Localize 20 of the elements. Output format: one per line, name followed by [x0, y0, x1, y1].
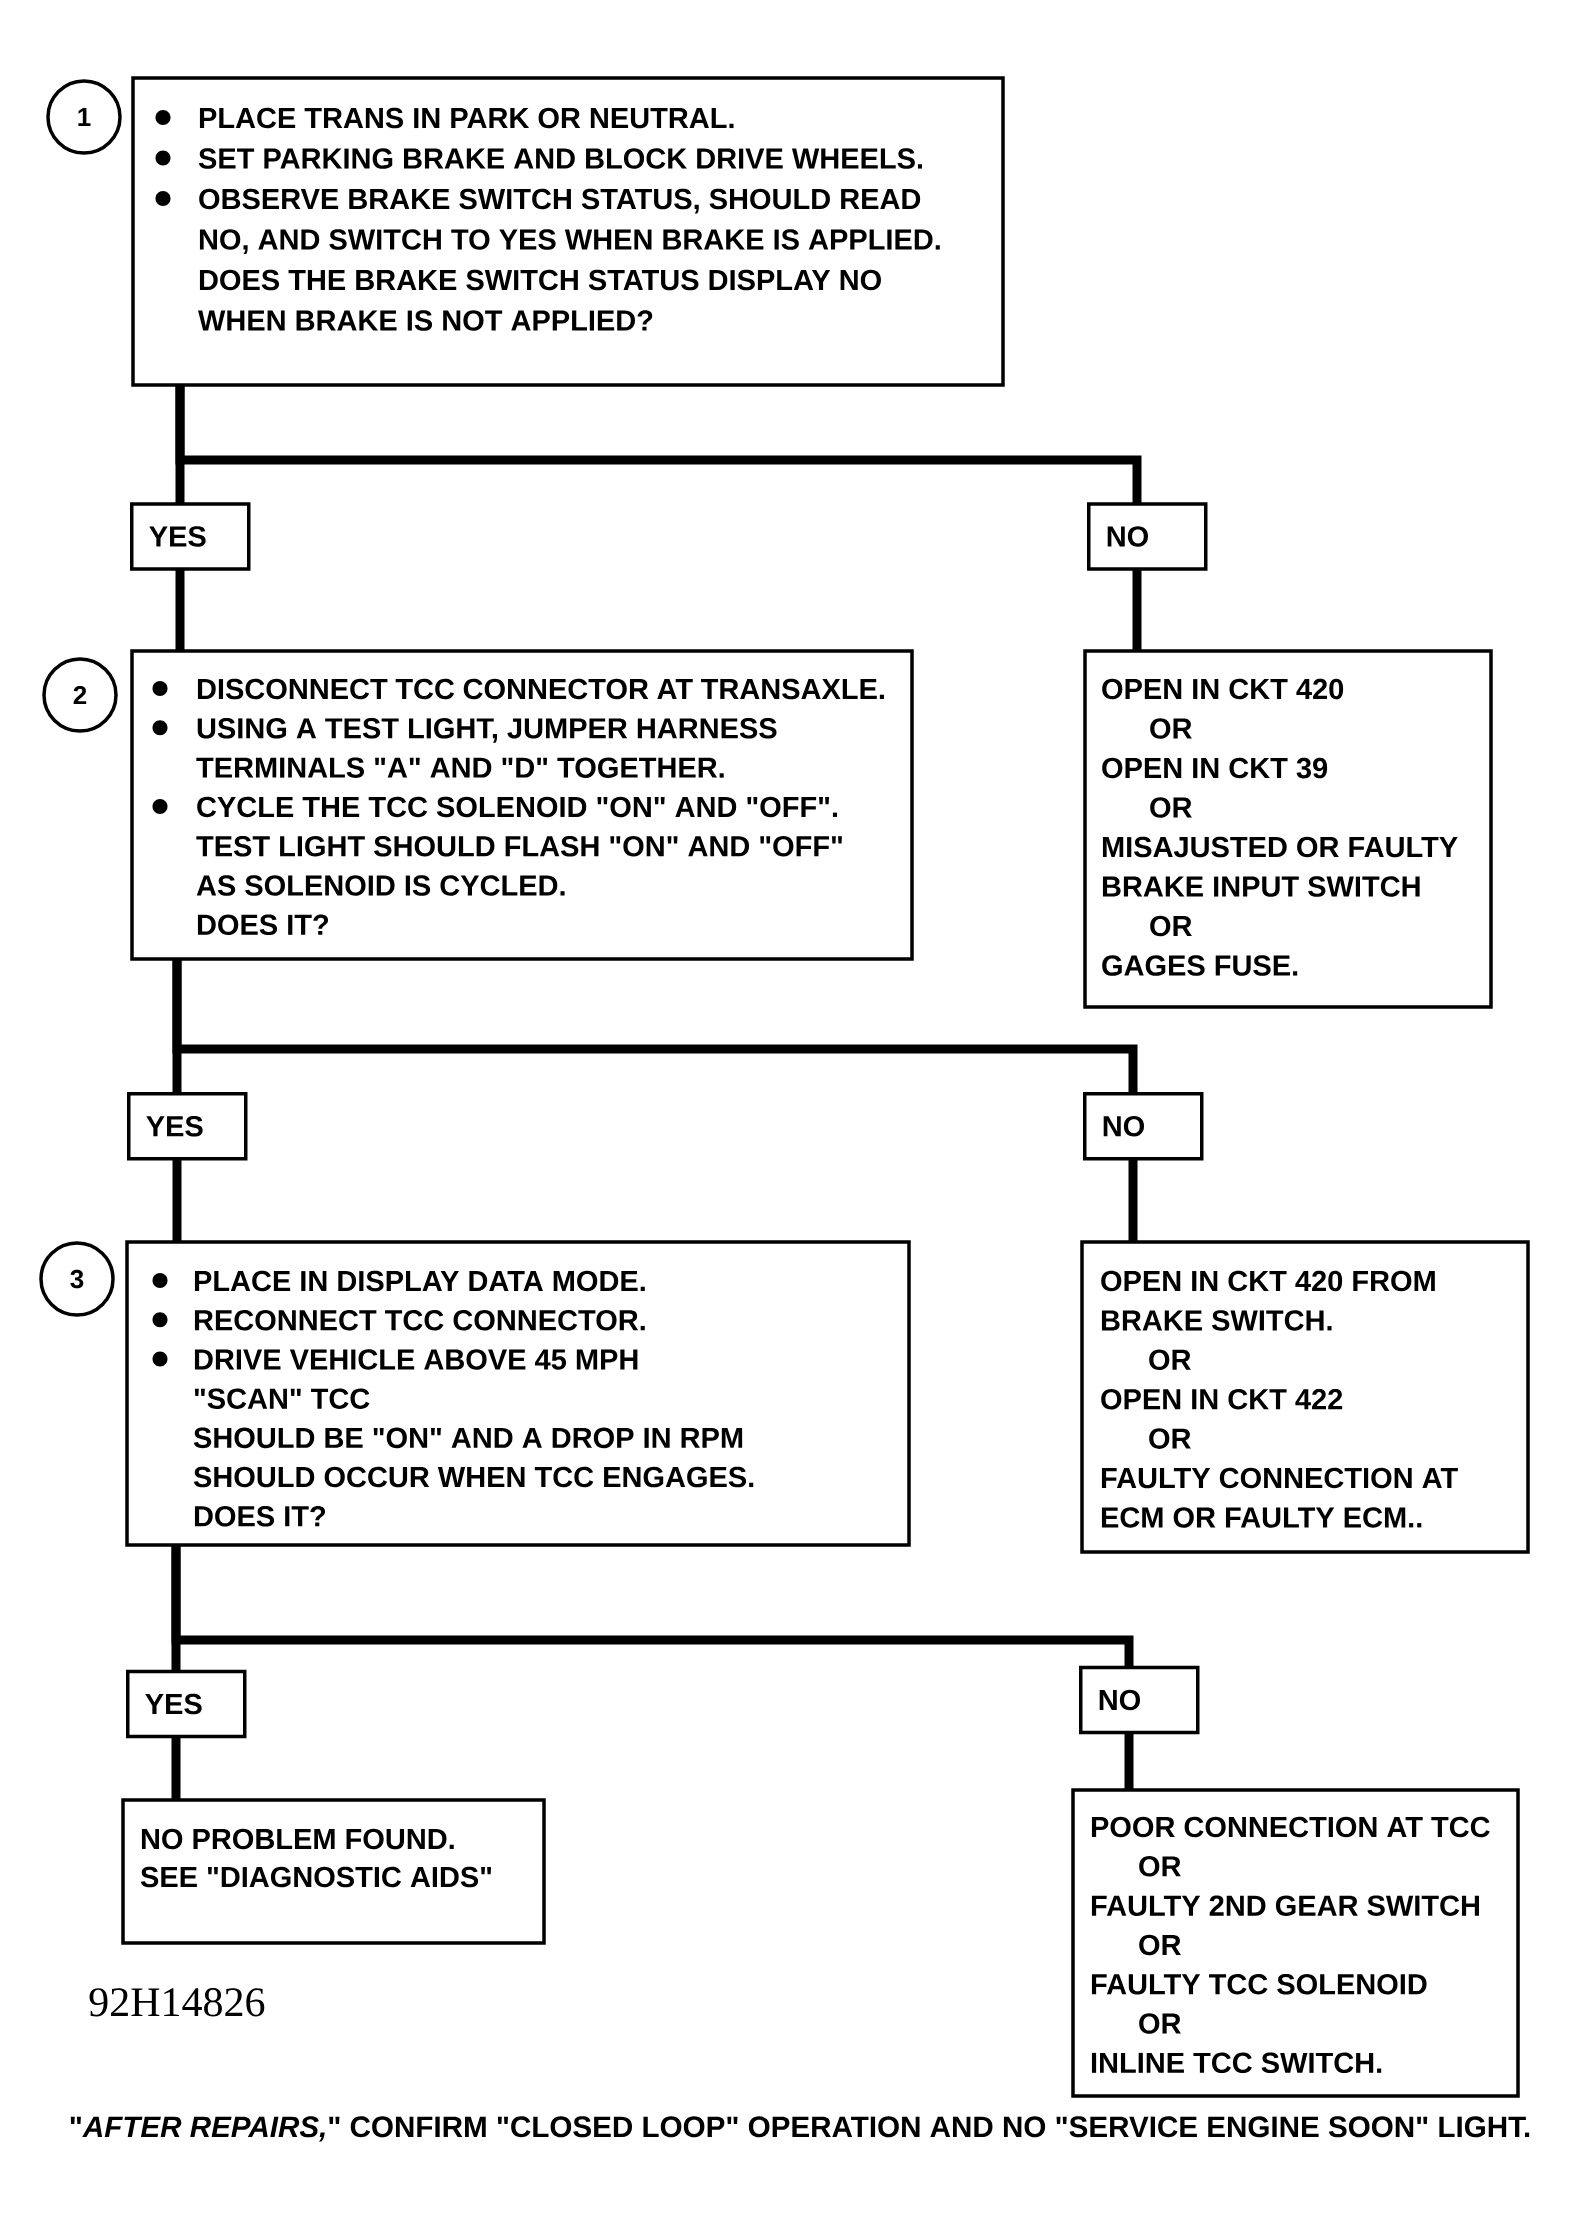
flow-line [171, 1545, 1134, 1790]
edge-label: NO [1087, 502, 1208, 571]
step-number: 2 [42, 657, 118, 733]
step-number: 3 [39, 1241, 115, 1317]
edge-label: NO [1083, 1091, 1204, 1161]
result-box: NO PROBLEM FOUND. SEE "DIAGNOSTIC AIDS" [121, 1798, 546, 1945]
instruction-box: DISCONNECT TCC CONNECTOR AT TRANSAXLE. USING A TEST LIGHT, JUMPER HARNESS TERMINALS "A" AND "D" TOGETHER. CYCLE THE TCC SOLENOID "ON" AND "OFF". TEST LIGHT SHOULD FLASH "ON" AND "OFF" AS SOLENOID IS CYCLED. DOES IT? [130, 649, 914, 961]
edge-label: YES [126, 1669, 247, 1739]
edge-label: YES [127, 1091, 248, 1161]
result-box: OPEN IN CKT 420 OR OPEN IN CKT 39 OR MISAJUSTED OR FAULTY BRAKE INPUT SWITCH OR GAGES FUSE. [1083, 649, 1493, 1009]
result-box: OPEN IN CKT 420 FROM BRAKE SWITCH. OR OPEN IN CKT 422 OR FAULTY CONNECTION AT ECM OR FAULTY ECM.. [1080, 1240, 1530, 1554]
instruction-box: PLACE TRANS IN PARK OR NEUTRAL. SET PARKING BRAKE AND BLOCK DRIVE WHEELS. OBSERVE BRAKE SWITCH STATUS, SHOULD READ NO, AND SWITCH TO YES WHEN BRAKE IS APPLIED. DOES THE BRAKE SWITCH STATUS DISPLAY NO WHEN BRAKE IS NOT APPLIED? [131, 76, 1005, 387]
flow-line [172, 959, 1138, 1242]
edge-label: NO [1079, 1665, 1200, 1735]
step-number: 1 [46, 79, 122, 155]
flow-line [175, 385, 1142, 651]
instruction-box: PLACE IN DISPLAY DATA MODE. RECONNECT TCC CONNECTOR. DRIVE VEHICLE ABOVE 45 MPH "SCAN" TCC SHOULD BE "ON" AND A DROP IN RPM SHOULD OCCUR WHEN TCC ENGAGES. DOES IT? [125, 1240, 911, 1547]
edge-label: YES [130, 502, 251, 571]
figure-number: 92H14826 [89, 1988, 265, 2017]
result-box: POOR CONNECTION AT TCC OR FAULTY 2ND GEAR SWITCH OR FAULTY TCC SOLENOID OR INLINE TCC SWITCH. [1071, 1788, 1520, 2098]
